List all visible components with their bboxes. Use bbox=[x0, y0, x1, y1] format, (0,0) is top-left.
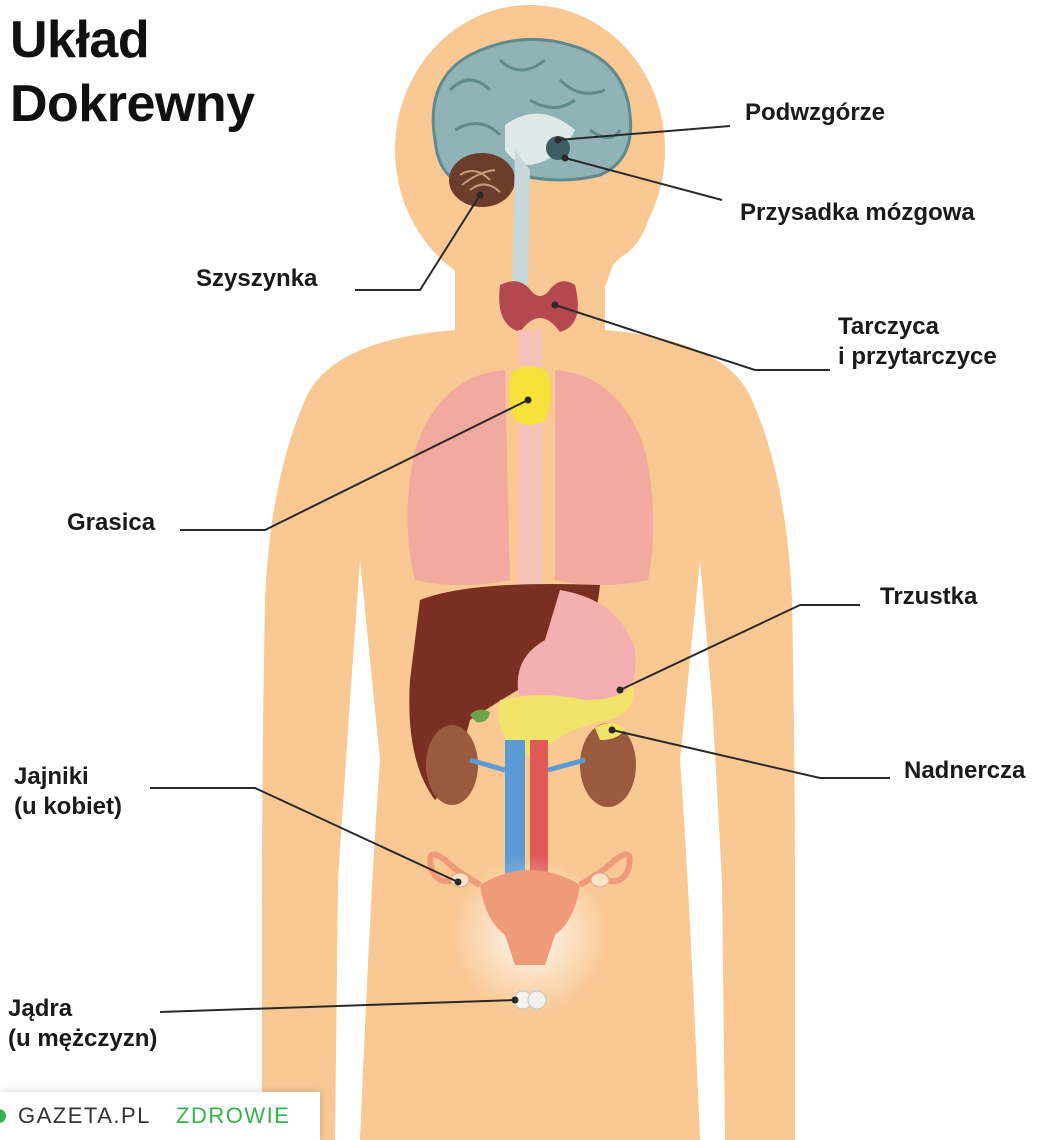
brand-dot-icon bbox=[0, 1109, 6, 1123]
label-ovaries-line-1: Jajniki bbox=[14, 762, 122, 792]
label-testes-line-1: Jądra bbox=[8, 994, 157, 1024]
brand-section: ZDROWIE bbox=[176, 1092, 290, 1140]
label-pancreas: Trzustka bbox=[880, 582, 977, 612]
label-thyroid: Tarczyca i przytarczyce bbox=[838, 312, 997, 372]
brand-badge: GAZETA.PL ZDROWIE bbox=[0, 1092, 320, 1140]
label-thyroid-line-2: i przytarczyce bbox=[838, 342, 997, 372]
label-hypothalamus: Podwzgórze bbox=[745, 98, 885, 128]
label-thyroid-line-1: Tarczyca bbox=[838, 312, 997, 342]
label-testes-line-2: (u mężczyzn) bbox=[8, 1024, 157, 1054]
label-thymus: Grasica bbox=[67, 508, 155, 538]
title-line-1: Układ bbox=[10, 11, 149, 69]
title-line-2: Dokrewny bbox=[10, 75, 255, 133]
diagram-title: Układ Dokrewny bbox=[10, 8, 255, 136]
label-testes: Jądra (u mężczyzn) bbox=[8, 994, 157, 1054]
label-ovaries-line-2: (u kobiet) bbox=[14, 792, 122, 822]
label-pituitary: Przysadka mózgowa bbox=[740, 198, 975, 228]
label-pineal: Szyszynka bbox=[196, 264, 317, 294]
label-adrenal: Nadnercza bbox=[904, 756, 1025, 786]
thymus-illustration bbox=[509, 366, 551, 425]
brand-name: GAZETA.PL bbox=[18, 1092, 151, 1140]
label-ovaries: Jajniki (u kobiet) bbox=[14, 762, 122, 822]
